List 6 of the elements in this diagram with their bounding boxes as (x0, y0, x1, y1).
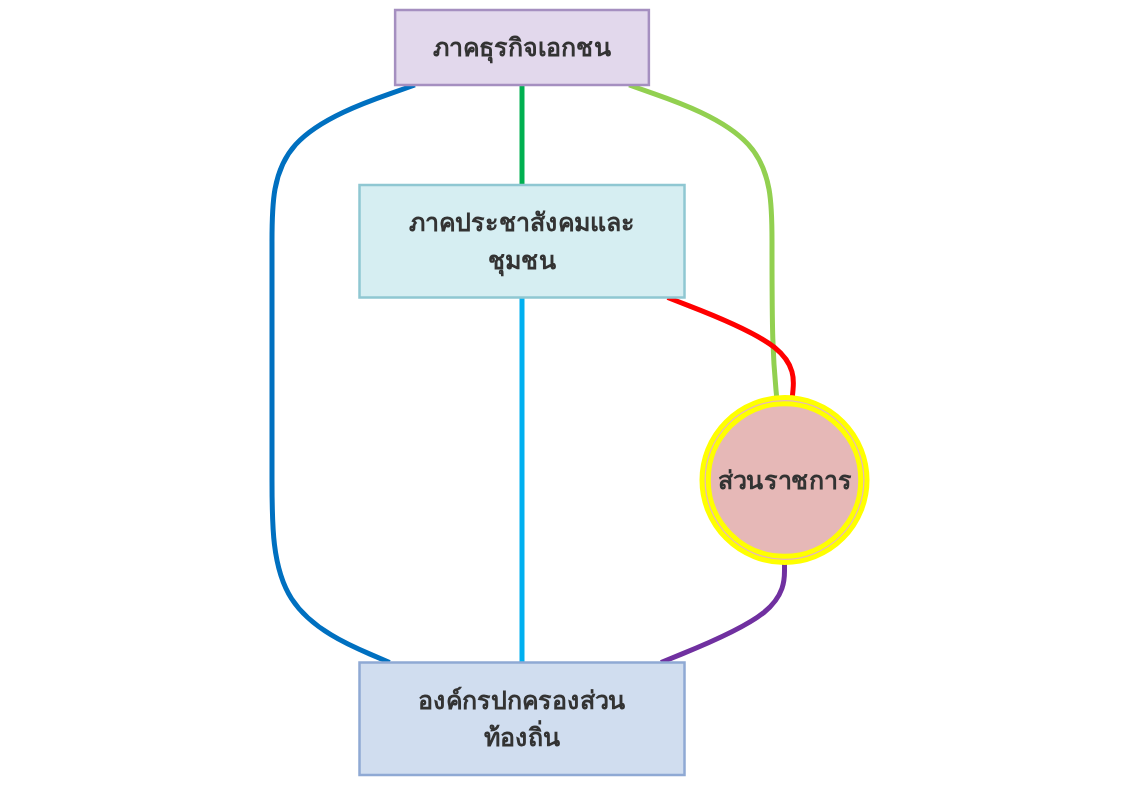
node-box: องค์กรปกครองส่วนท้องถิ่น (358, 661, 686, 777)
node-box: ภาคประชาสังคมและชุมชน (358, 183, 686, 299)
node-circle: ส่วนราชการ (699, 395, 870, 565)
connector (519, 85, 525, 185)
connector (519, 297, 525, 663)
node-box: ภาคธุรกิจเอกชน (393, 8, 651, 87)
